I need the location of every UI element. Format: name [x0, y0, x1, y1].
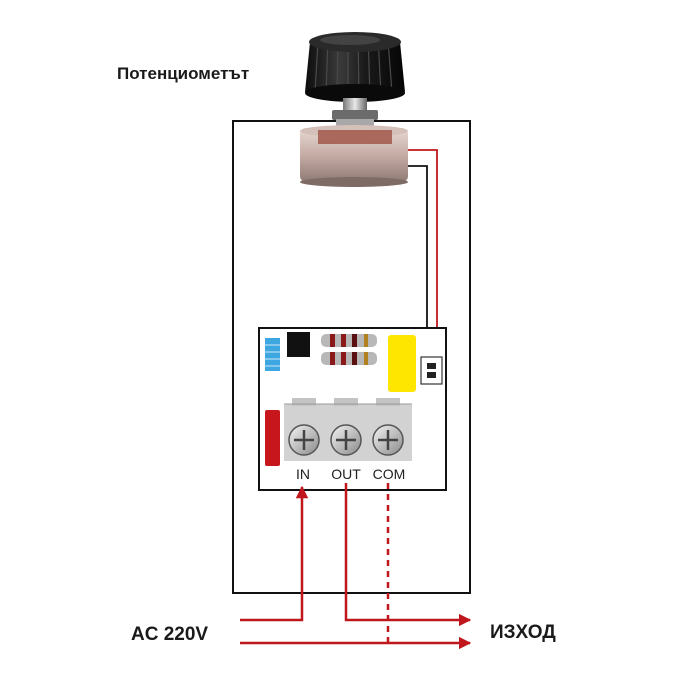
screw-com	[372, 424, 404, 456]
resistor-bottom	[321, 352, 377, 365]
terminal-label-out: OUT	[331, 466, 361, 482]
pot-connector	[420, 356, 443, 385]
ac-input-label: AC 220V	[131, 624, 208, 645]
input-wire-in	[240, 485, 309, 622]
pot-wire-red	[408, 149, 438, 360]
potentiometer-knob	[305, 32, 405, 102]
screw-in	[288, 424, 320, 456]
resistor-top	[321, 334, 377, 347]
screw-out	[330, 424, 362, 456]
pot-wire-black	[408, 165, 428, 360]
red-component	[265, 410, 280, 466]
potentiometer-body	[300, 125, 408, 187]
potentiometer-shaft	[332, 98, 378, 127]
potentiometer-label: Потенциометът	[117, 64, 249, 83]
output-wire-out	[344, 483, 472, 627]
ic-chip	[287, 332, 310, 357]
terminal-label-in: IN	[296, 466, 310, 482]
yellow-capacitor	[388, 335, 416, 392]
output-label: ИЗХОД	[490, 622, 556, 643]
terminal-label-com: COM	[373, 466, 406, 482]
capacitor-component	[265, 338, 280, 371]
